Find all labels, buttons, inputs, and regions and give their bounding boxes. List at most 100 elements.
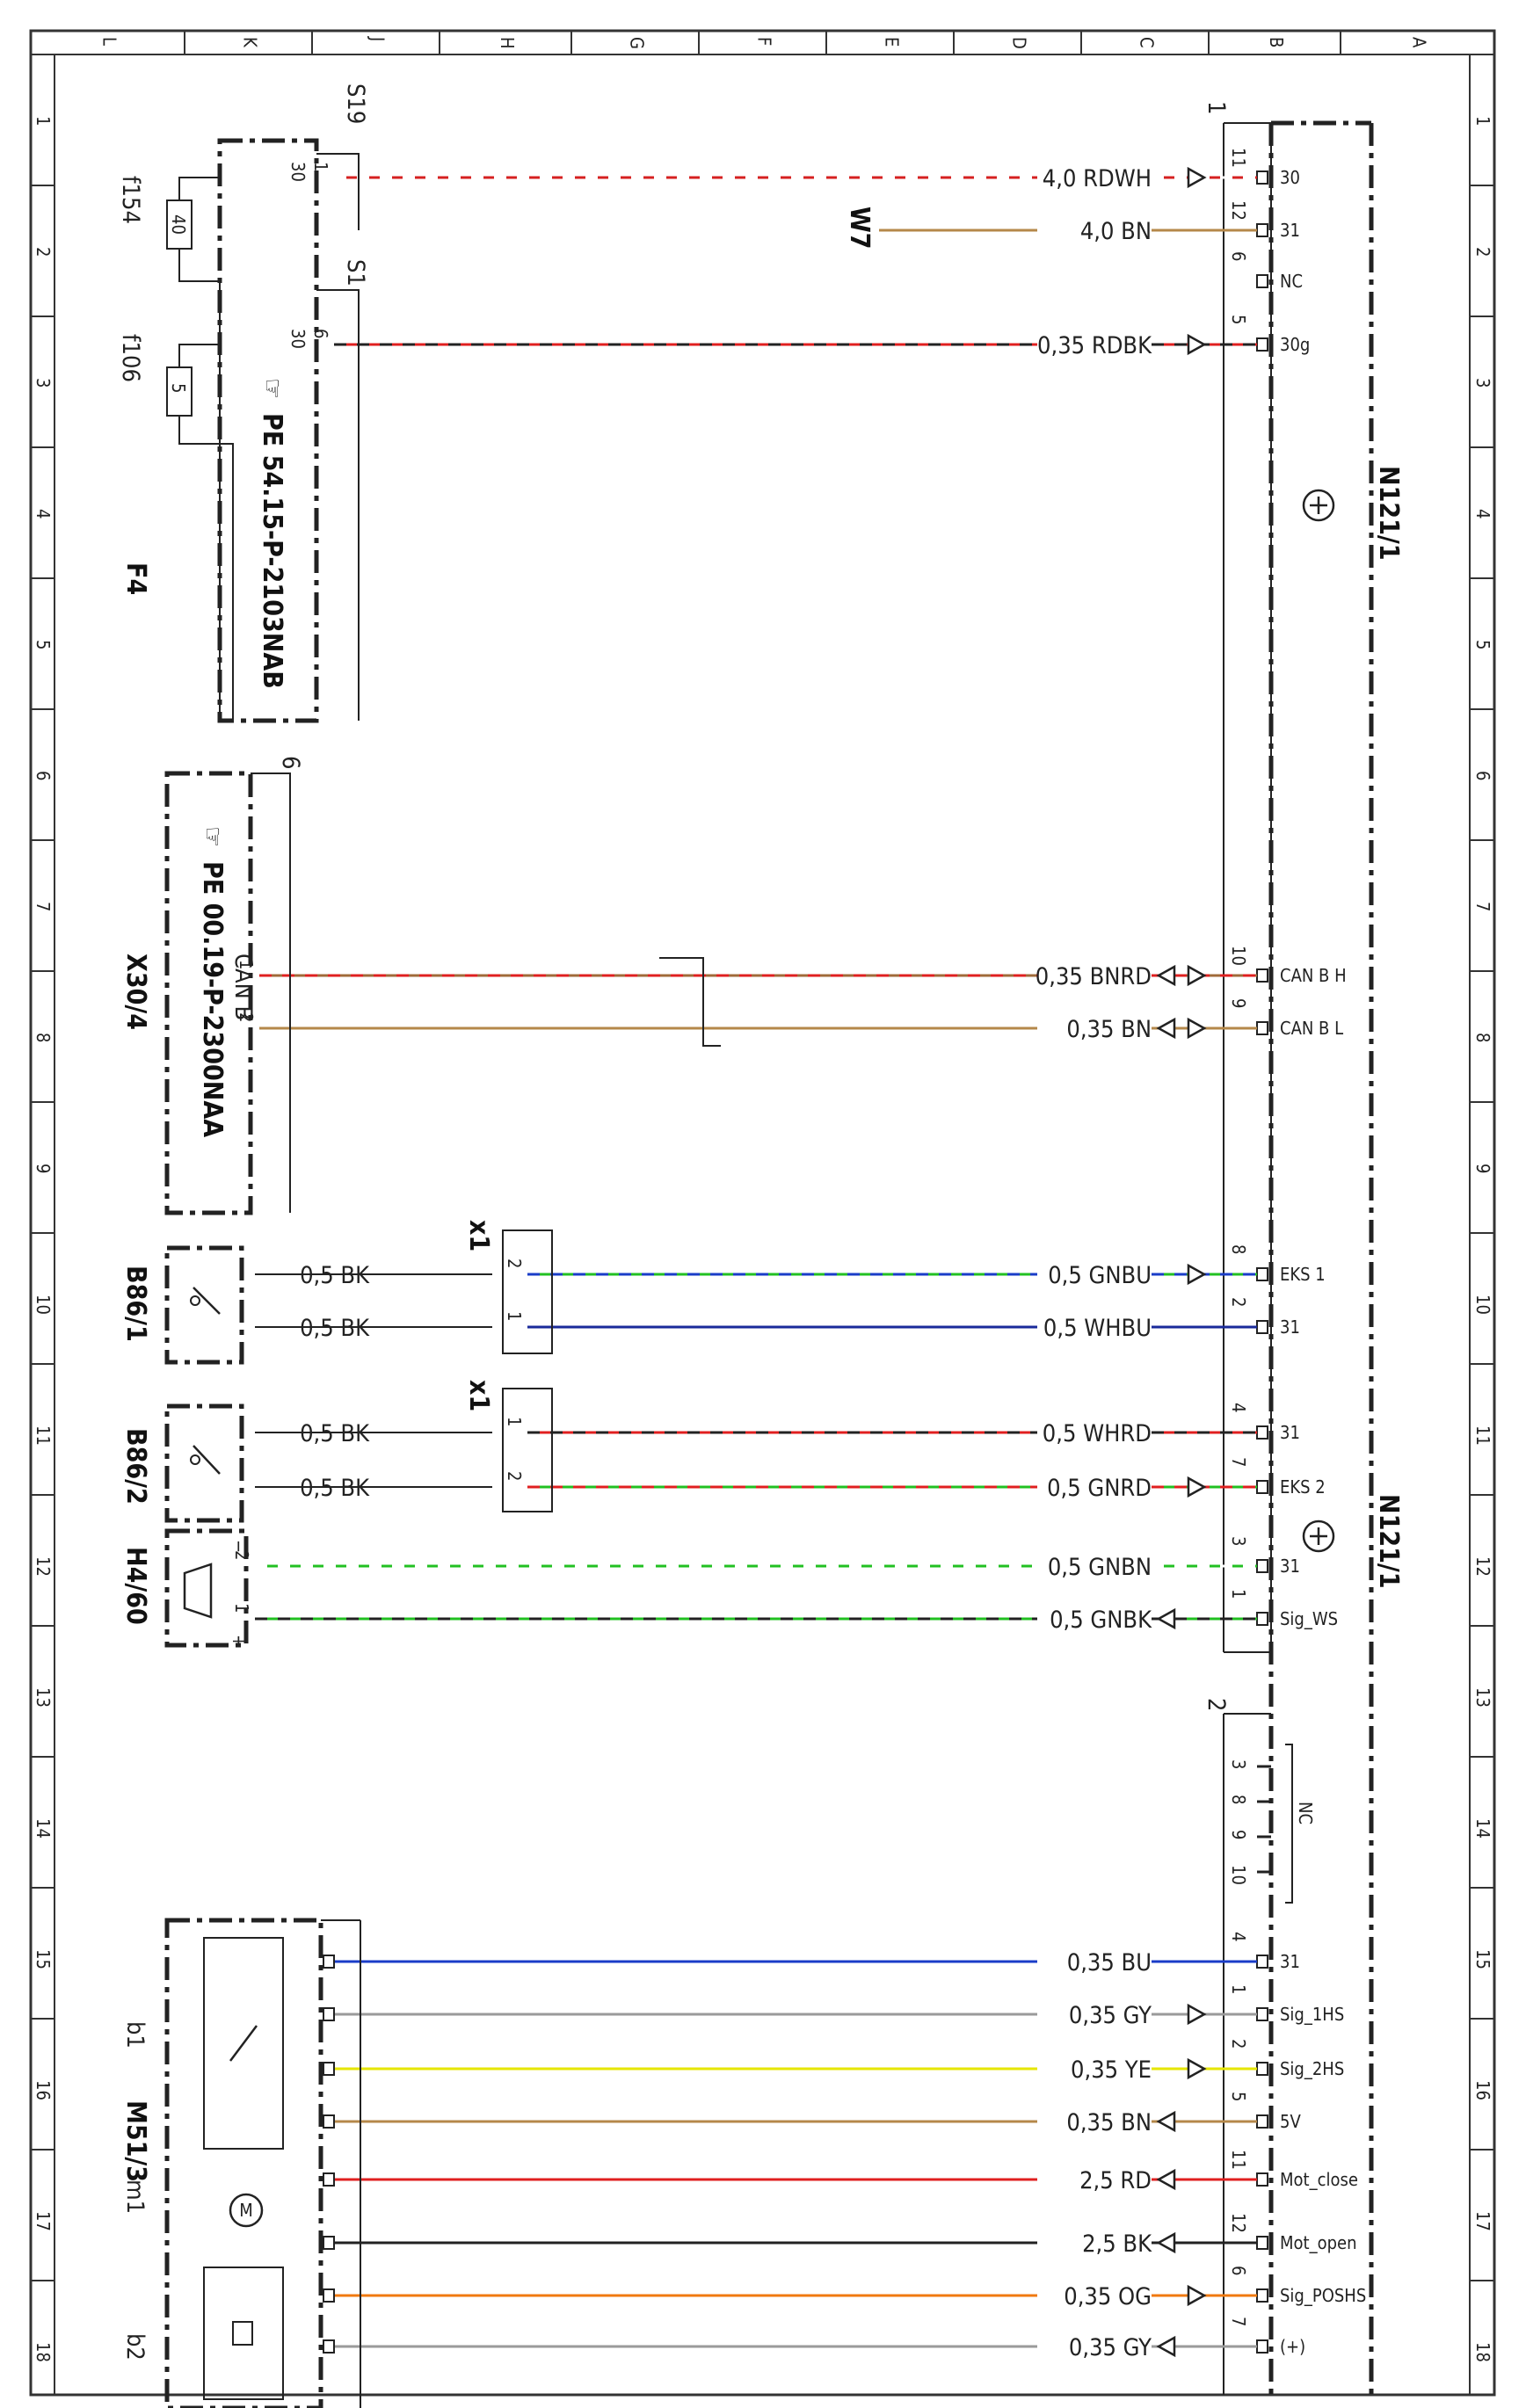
row-label-left: 2 <box>33 247 54 257</box>
switch-pivot <box>190 1454 200 1465</box>
b86-1-label: B86/1 <box>120 1266 151 1342</box>
fuse-lead <box>178 177 220 200</box>
n121-signal-label: Sig_1HS <box>1280 2004 1344 2025</box>
n121-pin-number: 3 <box>1228 1536 1249 1546</box>
b86-1-housing <box>164 1245 244 1365</box>
h4-60-label: H4/60 <box>120 1547 151 1625</box>
s19-label: S19 <box>342 83 369 124</box>
row-label-left: 17 <box>33 2211 54 2231</box>
h4-plus-sign: + <box>229 1635 250 1648</box>
signal-in-arrow <box>1156 2335 1176 2358</box>
left-wire-label: 0,5 BK <box>300 1475 370 1502</box>
row-label-right: 18 <box>1472 2342 1493 2362</box>
n121-signal-label: Sig_2HS <box>1280 2058 1344 2079</box>
left-pin-number: 2 <box>231 1550 252 1560</box>
column-label: J <box>367 36 389 41</box>
n121-signal-label: NC <box>1280 271 1303 292</box>
row-label-right: 6 <box>1472 771 1493 780</box>
column-label: C <box>1137 37 1158 48</box>
m51-3-housing <box>164 1918 323 2408</box>
signal-out-arrow <box>1187 964 1207 987</box>
wire-label: 0,35 YE <box>1071 2056 1152 2084</box>
motor-icon <box>229 2193 264 2228</box>
m51-3-label: M51/3 <box>120 2100 151 2182</box>
left-pin-number: 6 <box>310 329 331 338</box>
n121-pin-number: 1 <box>1228 1984 1249 1994</box>
row-label-right: 8 <box>1472 1033 1493 1042</box>
n121-bottom-label: N121/1 <box>1373 1494 1404 1589</box>
n121-pin-number: 6 <box>1228 251 1249 261</box>
x1-a-label: x1 <box>463 1220 494 1251</box>
column-label: H <box>497 37 518 49</box>
left-pin-number: 1 <box>504 1417 525 1426</box>
x30-4-bracket <box>251 772 291 1213</box>
m51-pin-terminal <box>323 2007 335 2021</box>
n121-pin-number: 11 <box>1228 148 1249 168</box>
n121-pin-number: 10 <box>1228 946 1249 966</box>
transistor-icon <box>1302 1520 1335 1553</box>
n121-pin-number: 5 <box>1228 2092 1249 2101</box>
can-b-label: CAN B <box>229 954 257 1020</box>
fuse-f106-icon <box>166 366 193 417</box>
row-label-right: 13 <box>1472 1687 1493 1708</box>
column-label: E <box>882 37 903 47</box>
row-label-left: 13 <box>33 1687 54 1708</box>
b1-label: b1 <box>121 2021 149 2049</box>
row-label-right: 4 <box>1472 509 1493 519</box>
row-label-right: 5 <box>1472 640 1493 649</box>
outer-border <box>29 29 1496 2397</box>
b1-sensor-box <box>203 1937 284 2150</box>
nc-bracket <box>1285 1744 1293 1904</box>
n121-signal-label: 30 <box>1280 167 1300 188</box>
signal-out-arrow <box>1187 333 1207 356</box>
left-wire-label: 0,5 BK <box>300 1420 370 1447</box>
left-pin-number: 1 <box>231 1603 252 1613</box>
left-aux-number: 30 <box>287 329 309 349</box>
wire-label: 0,35 GY <box>1069 2334 1152 2361</box>
w7-label: W7 <box>844 207 875 250</box>
column-label: K <box>240 37 261 48</box>
wire-label: 0,35 BN <box>1066 2109 1152 2136</box>
wire-label: 0,35 BNRD <box>1036 963 1152 990</box>
wire-label: 2,5 RD <box>1079 2167 1152 2194</box>
wire-label: 2,5 BK <box>1082 2230 1152 2258</box>
wire-label: 0,35 GY <box>1069 2002 1152 2029</box>
transistor-icon <box>1302 489 1335 522</box>
wire-label: 4,0 RDWH <box>1043 165 1152 192</box>
signal-in-arrow <box>1156 1607 1176 1630</box>
row-label-left: 16 <box>33 2080 54 2100</box>
signal-in-arrow <box>1156 2231 1176 2254</box>
wire-label: 0,35 BN <box>1066 1016 1152 1043</box>
s19-bracket <box>316 153 360 230</box>
nc-pin-number: 3 <box>1228 1759 1249 1769</box>
m51-pin-terminal <box>323 2236 335 2250</box>
f4-label: F4 <box>120 562 151 595</box>
m51-pin-terminal <box>323 2114 335 2129</box>
s1-bracket <box>316 289 360 721</box>
n121-pin-number: 2 <box>1228 1297 1249 1307</box>
row-label-right: 16 <box>1472 2080 1493 2100</box>
x30-4-label: X30/4 <box>120 954 151 1030</box>
signal-in-arrow <box>1156 1017 1176 1040</box>
row-label-left: 5 <box>33 640 54 649</box>
left-pin-number: 2 <box>504 1258 525 1268</box>
wire-label: 0,35 BU <box>1067 1949 1152 1976</box>
row-label-right: 17 <box>1472 2211 1493 2231</box>
n121-pin-number: 2 <box>1228 2039 1249 2049</box>
nc-pin-number: 10 <box>1228 1865 1249 1885</box>
signal-out-arrow <box>1187 1263 1207 1286</box>
signal-in-arrow <box>1156 2168 1176 2191</box>
left-wire-label: 0,5 BK <box>300 1262 370 1289</box>
row-label-left: 10 <box>33 1295 54 1315</box>
row-label-left: 1 <box>33 116 54 126</box>
left-components: M <box>164 138 721 2408</box>
s1-label: S1 <box>342 259 369 286</box>
nc-pin-number: 8 <box>1228 1795 1249 1804</box>
n121-signal-label: Sig_POSHS <box>1280 2285 1366 2306</box>
column-label: A <box>1409 37 1430 48</box>
signal-out-arrow <box>1187 2003 1207 2026</box>
